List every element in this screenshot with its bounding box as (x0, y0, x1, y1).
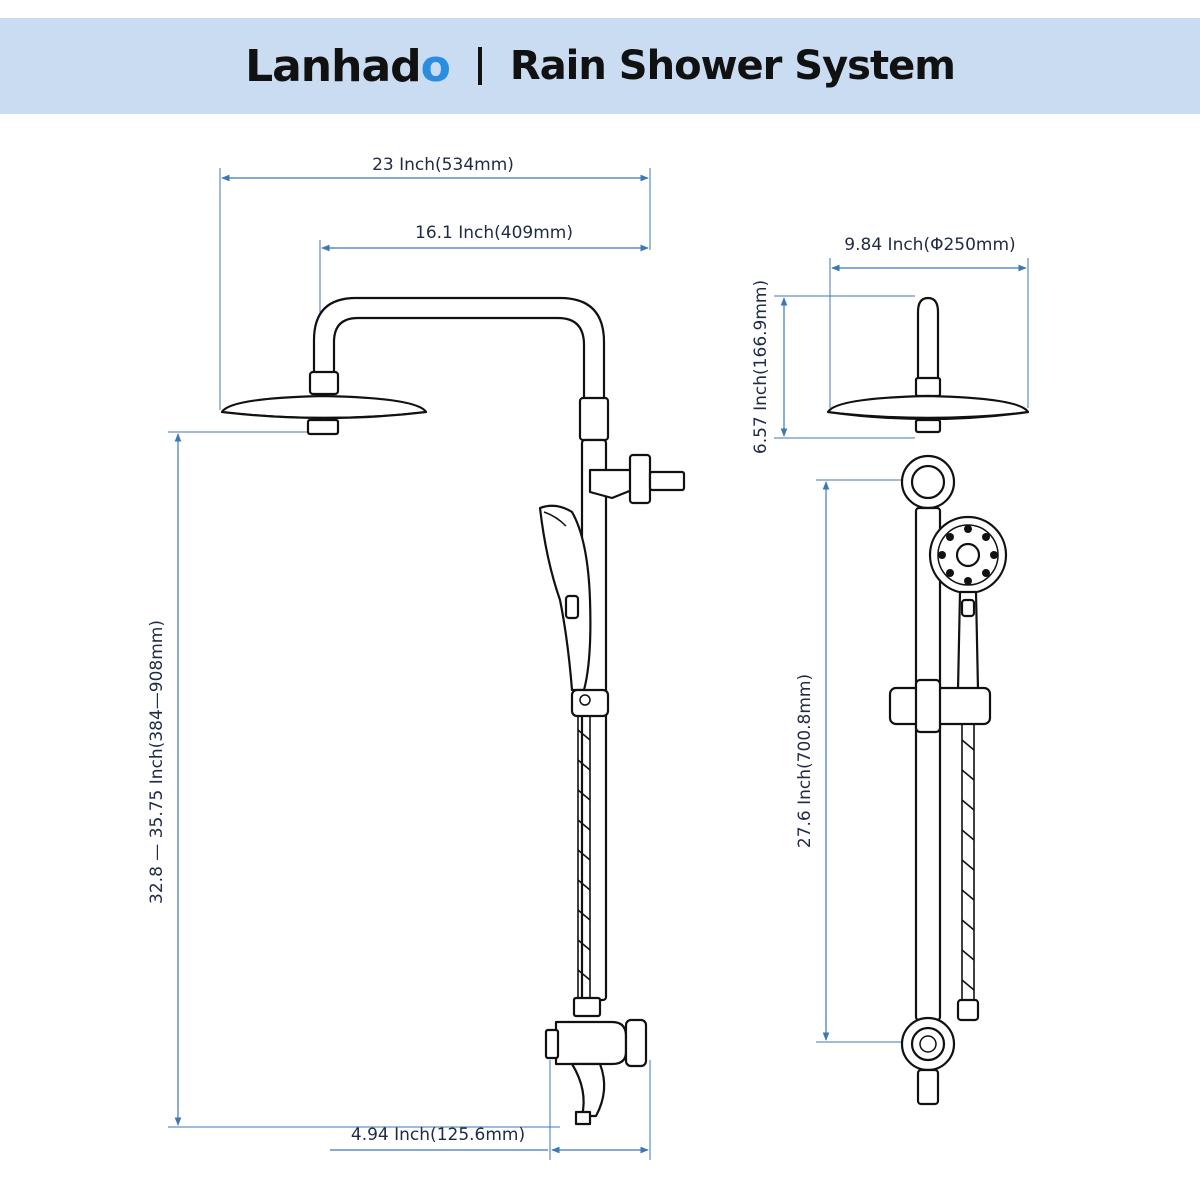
dim-head-height: 6.57 Inch(166.9mm) (751, 280, 915, 454)
side-view-shower (220, 296, 686, 1126)
dim-arm-length: 16.1 Inch(409mm) (319, 223, 649, 315)
title-separator (477, 47, 482, 85)
front-view-shower (826, 296, 1030, 1106)
dim-outlet-offset: 4.94 Inch(125.6mm) (330, 1060, 651, 1160)
outlet-offset-label: 4.94 Inch(125.6mm) (351, 1125, 525, 1145)
dim-bar-length: 27.6 Inch(700.8mm) (795, 479, 910, 1043)
arm-length-label: 16.1 Inch(409mm) (415, 223, 573, 243)
brand-logo: Lanhado (245, 40, 451, 92)
head-height-label: 6.57 Inch(166.9mm) (751, 280, 771, 454)
dim-head-diameter: 9.84 Inch(Φ250mm) (829, 235, 1029, 408)
bar-length-label: 27.6 Inch(700.8mm) (795, 674, 815, 848)
title-banner: Lanhado Rain Shower System (0, 18, 1200, 114)
dim-total-width: 23 Inch(534mm) (219, 155, 651, 410)
dim-total-height: 32.8 — 35.75 Inch(384—908mm) (147, 431, 560, 1128)
product-title: Rain Shower System (509, 43, 956, 89)
total-width-label: 23 Inch(534mm) (372, 155, 514, 175)
head-diameter-label: 9.84 Inch(Φ250mm) (844, 235, 1015, 255)
total-height-label: 32.8 — 35.75 Inch(384—908mm) (147, 620, 167, 904)
